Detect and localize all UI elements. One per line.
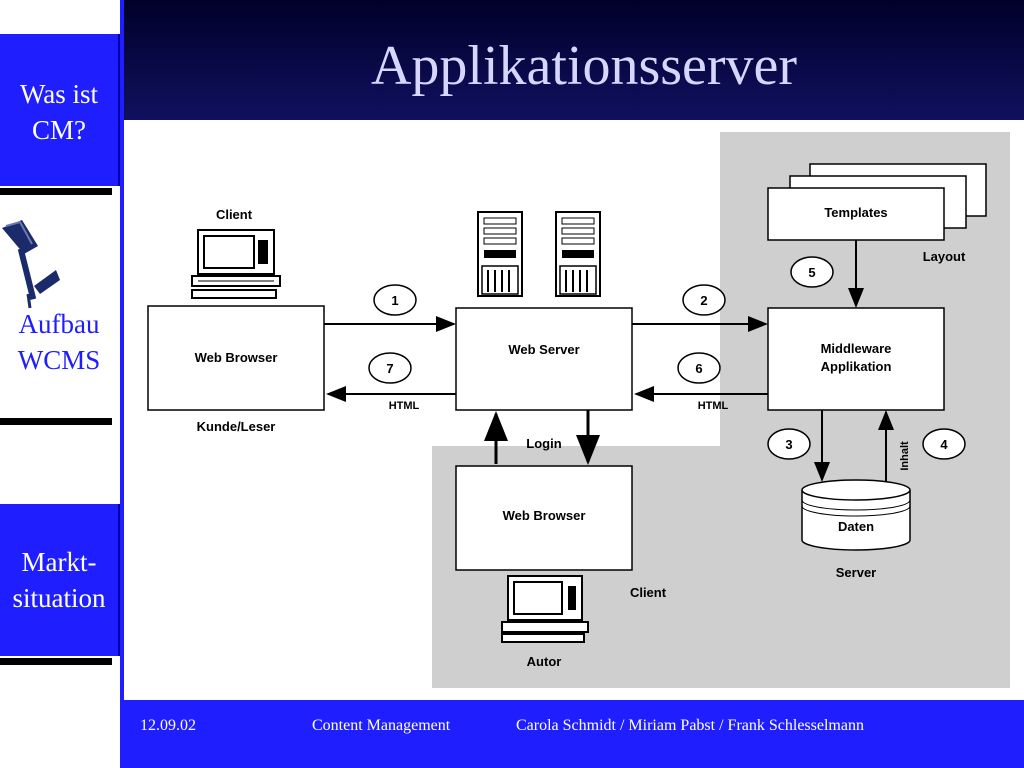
- middleware-label-line1: Middleware: [821, 341, 892, 356]
- step-7-label: 7: [386, 361, 393, 376]
- middleware-label-line2: Applikation: [821, 359, 892, 374]
- html-left-label: HTML: [389, 400, 420, 412]
- nav-divider: [0, 188, 112, 195]
- inhalt-label: Inhalt: [899, 441, 911, 471]
- nav-item-label-line2: WCMS: [17, 345, 101, 375]
- step-circle: [922, 428, 966, 460]
- templates-label: Templates: [824, 205, 887, 220]
- web-server-box: [455, 307, 633, 411]
- step-circle: [767, 428, 811, 460]
- login-label: Login: [526, 436, 561, 451]
- footer-authors: Carola Schmidt / Miriam Pabst / Frank Sc…: [516, 717, 864, 734]
- footer: 12.09.02 Content Management Carola Schmi…: [124, 700, 1024, 768]
- server-tower-icon: [477, 211, 523, 297]
- step-6-label: 6: [695, 361, 702, 376]
- web-browser-top-label: Web Browser: [195, 350, 278, 365]
- dart-icon: [2, 220, 60, 309]
- nav-item-aufbau-wcms[interactable]: Aufbau WCMS: [0, 306, 118, 378]
- client-top-label: Client: [216, 207, 253, 222]
- kunde-label: Kunde/Leser: [197, 419, 276, 434]
- step-2-label: 2: [700, 293, 707, 308]
- server-label: Server: [836, 565, 876, 580]
- daten-label: Daten: [838, 519, 874, 534]
- computer-icon: [191, 229, 281, 299]
- step-circle: [677, 352, 721, 384]
- web-server-label: Web Server: [508, 342, 579, 357]
- nav-item-label-line1: Markt-: [21, 547, 97, 577]
- web-browser-box: [147, 305, 325, 411]
- step-5-label: 5: [808, 265, 815, 280]
- step-circle: [368, 352, 412, 384]
- step-circle: [682, 284, 726, 316]
- nav-item-label-line1: Aufbau: [18, 309, 100, 339]
- diagram-area: Client Web Browser Kunde/Leser: [128, 120, 1024, 698]
- nav-item-label-line2: CM?: [32, 115, 86, 145]
- templates-box: [767, 187, 945, 241]
- server-tower-icon: [555, 211, 601, 297]
- nav-divider: [0, 658, 112, 665]
- client-bottom-label: Client: [630, 585, 667, 600]
- title-bar: [124, 0, 1024, 120]
- step-circle: [373, 284, 417, 316]
- step-3-label: 3: [785, 437, 792, 452]
- architecture-diagram: Client Web Browser Kunde/Leser: [147, 132, 1010, 688]
- nav-item-label-line2: situation: [12, 583, 106, 613]
- autor-label: Autor: [527, 654, 562, 669]
- layout-label: Layout: [923, 249, 966, 264]
- nav-item-marktsituation[interactable]: Markt- situation: [0, 504, 120, 656]
- nav-item-was-ist-cm[interactable]: Was ist CM?: [0, 34, 120, 186]
- page-title: Applikationsserver: [370, 35, 798, 97]
- step-4-label: 4: [940, 437, 948, 452]
- nav-item-label-line1: Was ist: [19, 79, 99, 109]
- footer-date: 12.09.02: [140, 717, 196, 734]
- database-icon: [801, 479, 911, 551]
- middleware-box: [767, 307, 945, 411]
- web-browser-bottom-label: Web Browser: [503, 508, 586, 523]
- web-browser-bottom-box: [455, 465, 633, 571]
- nav-divider: [0, 418, 112, 425]
- step-circle: [790, 256, 834, 288]
- html-right-label: HTML: [698, 400, 729, 412]
- sidebar: Was ist CM? Aufbau WCMS Markt- situation: [0, 0, 122, 768]
- sidebar-border: [120, 0, 124, 768]
- computer-icon: [501, 575, 589, 643]
- step-1-label: 1: [391, 293, 398, 308]
- footer-topic: Content Management: [312, 717, 451, 734]
